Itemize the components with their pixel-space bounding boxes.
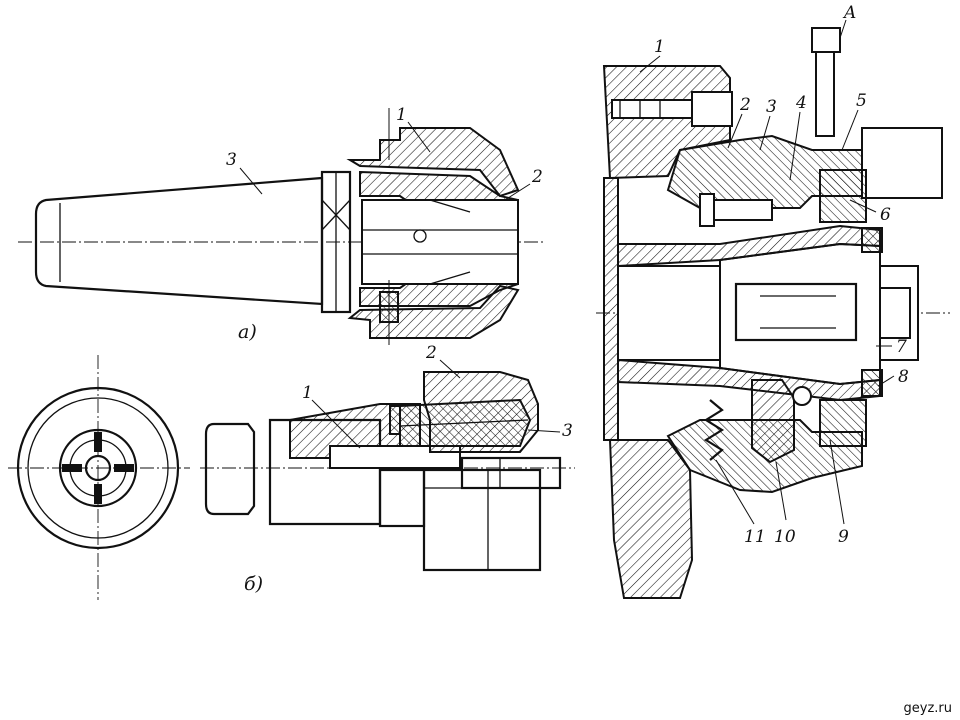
leader-c4 [789, 111, 801, 181]
label-c6: 6 [880, 205, 891, 225]
view-a-collet-chuck: 1 2 3 a) [18, 105, 545, 345]
clamping-nut-lower [347, 284, 520, 339]
collet-nose [879, 287, 911, 339]
view-b-end-view [8, 355, 190, 600]
label-a3: 3 [226, 150, 237, 170]
flange-1-lower [608, 439, 694, 599]
leader-a3 [239, 167, 263, 195]
caption-a: a) [238, 321, 257, 343]
bolt-6 [707, 199, 773, 221]
view-b-side-view: 1 2 3 б) [200, 343, 575, 595]
label-c5: 5 [856, 91, 867, 111]
collet-slot-right [114, 464, 134, 472]
leader-c3 [759, 115, 771, 151]
watermark: geyz.ru [903, 701, 952, 716]
leader-c11 [715, 459, 755, 525]
leader-c10 [775, 461, 787, 521]
label-b1: 1 [302, 383, 313, 403]
collet-slot-hole [413, 229, 427, 243]
label-c9: 9 [838, 527, 849, 547]
collet-inner [734, 282, 858, 342]
leader-c8 [877, 375, 895, 387]
end-view-bore [84, 454, 112, 482]
label-c3: 3 [766, 97, 777, 117]
leader-a1 [407, 121, 431, 153]
label-a2: 2 [531, 167, 543, 187]
hex-block [422, 468, 542, 572]
leader-c2 [727, 113, 743, 149]
collet-slot-top [94, 432, 102, 452]
ball [792, 386, 812, 406]
ring-nut-8 [861, 227, 883, 253]
label-c8: 8 [898, 367, 909, 387]
spring-pack-5 [819, 169, 867, 223]
collet-slot-bottom [94, 484, 102, 504]
label-c2: 2 [739, 95, 751, 115]
label-c7: 7 [896, 337, 907, 357]
label-c4: 4 [795, 93, 807, 113]
label-c1: 1 [654, 37, 665, 57]
label-a1: 1 [396, 105, 407, 125]
collet-slot-left [62, 464, 82, 472]
spring-11 [703, 399, 725, 461]
collet-bore [361, 199, 519, 285]
label-b2: 2 [425, 343, 437, 363]
flange-1-mid [603, 177, 619, 441]
leader-b2 [439, 359, 461, 379]
screw-b [389, 405, 401, 435]
leader-cA [839, 19, 847, 39]
end-view-face [58, 428, 138, 508]
clamping-nut-upper [346, 127, 520, 198]
flange-bolt [611, 99, 693, 119]
flange-bolt-head [691, 91, 733, 127]
leader-a2 [504, 183, 531, 201]
label-c10: 10 [774, 527, 796, 547]
label-b3: 3 [562, 421, 573, 441]
shank-cap [204, 422, 256, 516]
leader-c1 [639, 55, 661, 73]
lower-block [378, 468, 426, 528]
taper-shank [34, 176, 324, 306]
side-bar [861, 127, 943, 199]
lever-10 [751, 379, 795, 464]
spring-pack-9 [819, 399, 867, 447]
leader-c6 [849, 199, 877, 213]
leader-c5 [841, 109, 859, 151]
view-c-spindle-assembly: 1 2 3 4 5 6 7 8 9 10 11 A [596, 3, 950, 599]
leader-b3 [527, 429, 561, 433]
caption-b: б) [244, 573, 263, 595]
end-view-outer-ring [16, 386, 180, 550]
label-c11: 11 [744, 527, 766, 547]
collet-tail [460, 456, 562, 490]
leader-b1 [311, 399, 361, 449]
shaft-a-top [811, 27, 841, 53]
leader-c9 [829, 439, 845, 525]
label-cA: A [842, 3, 856, 23]
end-view-ring [27, 397, 169, 539]
